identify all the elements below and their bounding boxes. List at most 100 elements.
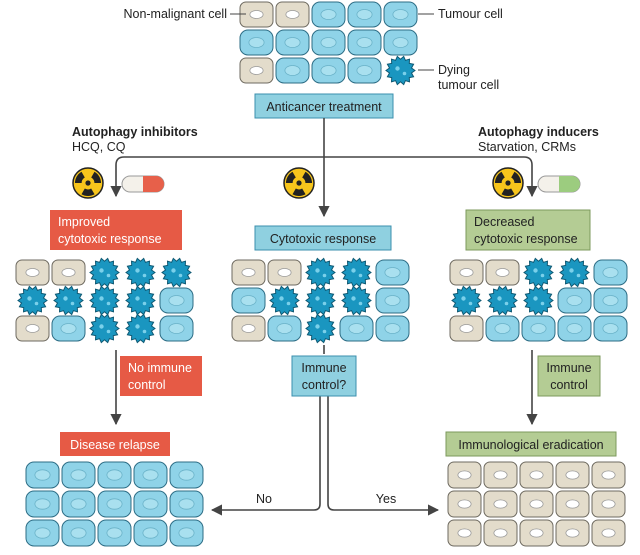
non-malignant-cell (519, 490, 554, 518)
improved-response-box (50, 210, 182, 250)
dying-tumour-cell (125, 313, 156, 344)
immune-question-line2: control? (302, 378, 347, 392)
cytotoxic-response-box (254, 225, 392, 251)
non-malignant-cell (591, 519, 626, 547)
decreased-response-box (465, 209, 591, 251)
no-immune-line2: control (128, 378, 166, 392)
dying-tumour-cell (305, 257, 336, 288)
tumour-cell (275, 29, 310, 56)
radiation-icon (70, 167, 104, 201)
dying-tumour-cell (89, 285, 120, 316)
right-branch-title: Autophagy inducers (478, 125, 599, 139)
non-malignant-cell (591, 490, 626, 518)
non-malignant-cell (447, 519, 482, 547)
tumour-cell (557, 287, 592, 314)
non-malignant-cell (15, 259, 50, 286)
anticancer-treatment-box (254, 93, 394, 119)
left-branch-subtitle: HCQ, CQ (72, 140, 126, 154)
tumour-cell (347, 1, 382, 28)
decreased-response-line1: Decreased (474, 215, 534, 229)
tumour-cell (97, 490, 132, 518)
non-malignant-cell (555, 519, 590, 547)
tumour-cell (159, 287, 194, 314)
immunological-eradication-box (445, 431, 617, 457)
tumour-cell (485, 315, 520, 342)
dying-tumour-cell (161, 257, 192, 288)
disease-relapse-label: Disease relapse (70, 438, 160, 452)
cytotoxic-response-label: Cytotoxic response (270, 232, 376, 246)
yes-label: Yes (376, 492, 396, 506)
tumour-cell (169, 490, 204, 518)
non-malignant-cell (231, 315, 266, 342)
non-malignant-cell (519, 461, 554, 489)
tumour-cell (51, 315, 86, 342)
non-malignant-cell (483, 461, 518, 489)
cell-grid-top (239, 1, 418, 86)
label-dying-line2: tumour cell (438, 78, 499, 92)
dying-tumour-cell (559, 257, 590, 288)
tumour-cell (25, 519, 60, 547)
cell-grid-left (15, 257, 194, 344)
tumour-cell (375, 315, 410, 342)
dying-tumour-cell (385, 55, 416, 86)
tumour-cell (339, 315, 374, 342)
non-malignant-cell (15, 315, 50, 342)
tumour-cell (311, 1, 346, 28)
non-malignant-cell (555, 461, 590, 489)
tumour-cell (275, 57, 310, 84)
tumour-cell (61, 519, 96, 547)
dying-tumour-cell (17, 285, 48, 316)
tumour-cell (169, 461, 204, 489)
non-malignant-cell (231, 259, 266, 286)
non-malignant-cell (239, 57, 274, 84)
anticancer-treatment-label: Anticancer treatment (266, 100, 382, 114)
no-immune-line1: No immune (128, 361, 192, 375)
non-malignant-cell (447, 461, 482, 489)
tumour-cell (61, 490, 96, 518)
tumour-cell (133, 490, 168, 518)
tumour-cell (97, 461, 132, 489)
tumour-cell (347, 29, 382, 56)
radiation-icon (281, 167, 315, 201)
improved-response-line1: Improved (58, 215, 110, 229)
dying-tumour-cell (523, 285, 554, 316)
label-tumour-cell: Tumour cell (438, 7, 503, 21)
tumour-cell (169, 519, 204, 547)
non-malignant-cell (275, 1, 310, 28)
no-immune-control-box (120, 356, 202, 396)
dying-tumour-cell (125, 257, 156, 288)
immune-question-line1: Immune (301, 361, 346, 375)
tumour-cell (557, 315, 592, 342)
non-malignant-cell (483, 490, 518, 518)
right-branch-subtitle: Starvation, CRMs (478, 140, 576, 154)
tumour-cell (133, 461, 168, 489)
non-malignant-cell (483, 519, 518, 547)
tumour-cell (231, 287, 266, 314)
tumour-cell (25, 490, 60, 518)
dying-tumour-cell (89, 313, 120, 344)
decreased-response-line2: cytotoxic response (474, 232, 578, 246)
tumour-cell (97, 519, 132, 547)
dying-tumour-cell (305, 285, 336, 316)
tumour-cell (593, 315, 628, 342)
capsule-icon (537, 175, 581, 193)
non-malignant-cell (449, 259, 484, 286)
branch-arrows (110, 118, 538, 218)
tumour-cell (25, 461, 60, 489)
improved-response-line2: cytotoxic response (58, 232, 162, 246)
tumour-cell (159, 315, 194, 342)
dying-tumour-cell (269, 285, 300, 316)
dying-tumour-cell (341, 257, 372, 288)
cell-grid-right (449, 257, 628, 342)
cell-grid-middle (231, 257, 410, 344)
capsule-icon (121, 175, 165, 193)
dying-tumour-cell (523, 257, 554, 288)
tumour-cell (239, 29, 274, 56)
tumour-cell (593, 287, 628, 314)
non-malignant-cell (591, 461, 626, 489)
non-malignant-cell (485, 259, 520, 286)
non-malignant-cell (449, 315, 484, 342)
outcome-arrows (110, 345, 538, 516)
immune-control-line1: Immune (546, 361, 591, 375)
non-malignant-cell (51, 259, 86, 286)
